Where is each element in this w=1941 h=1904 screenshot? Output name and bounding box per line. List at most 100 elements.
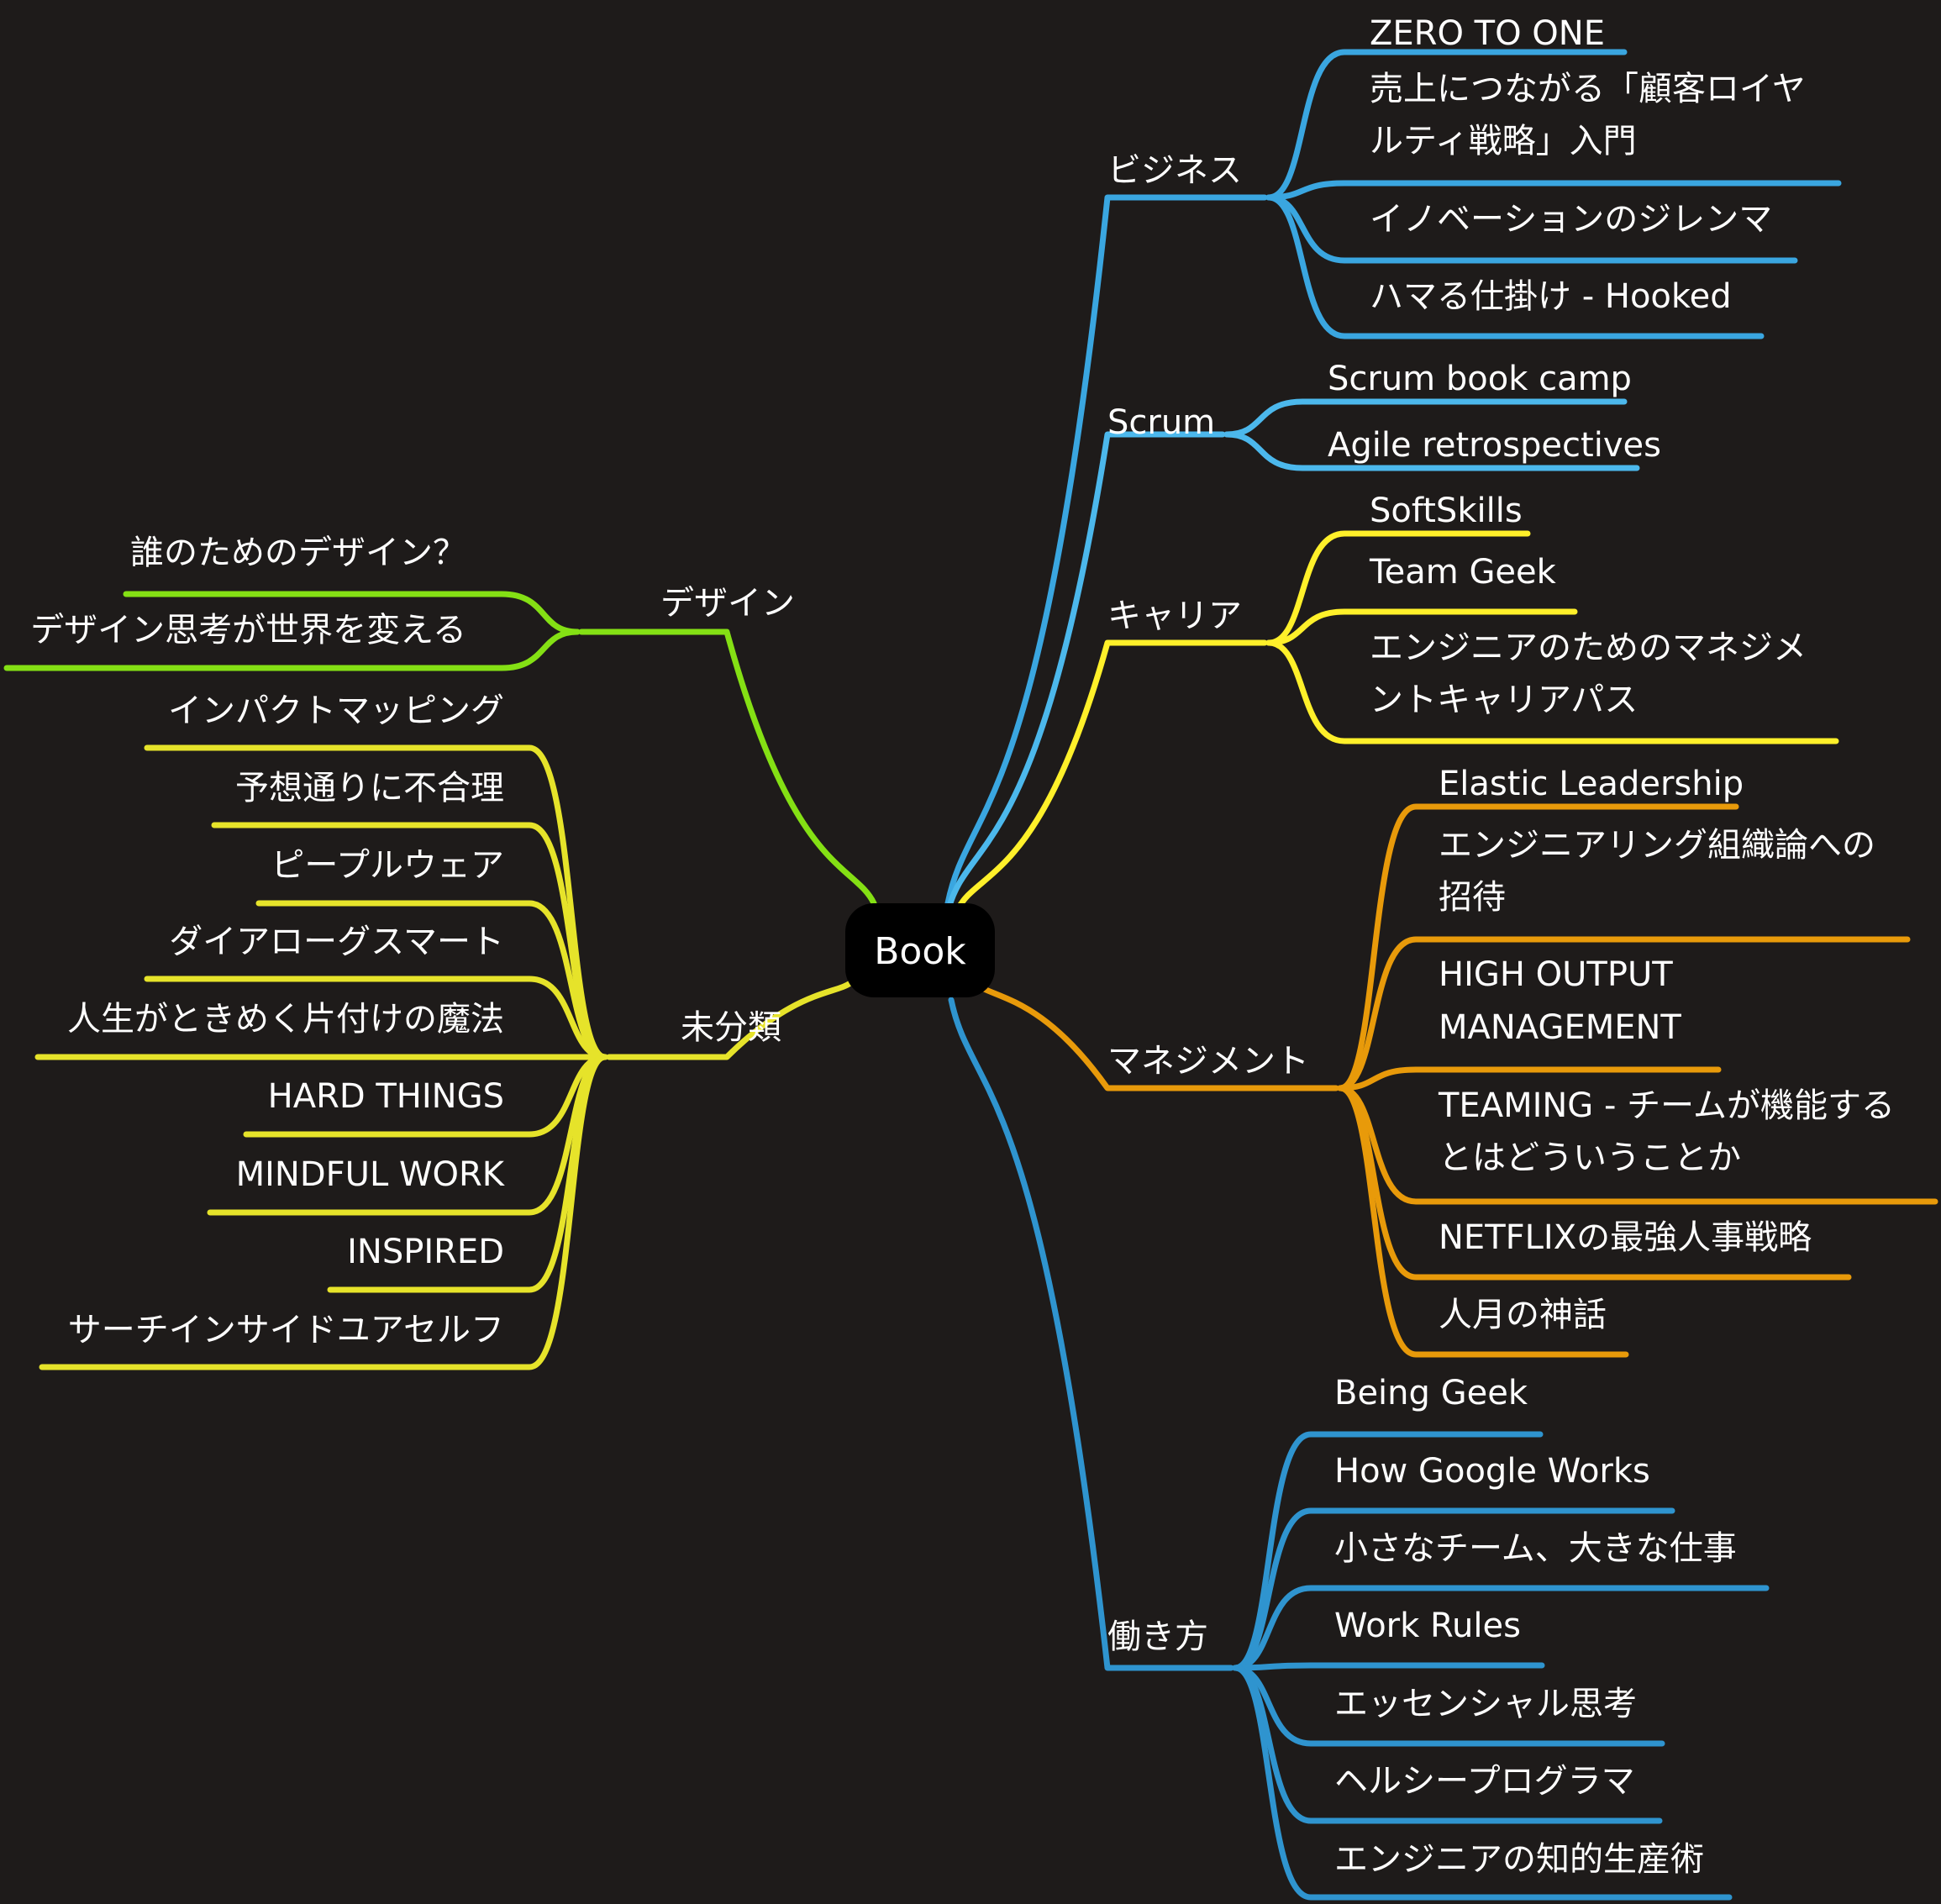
root-node-box xyxy=(845,903,995,997)
leaf-node[interactable]: Being Geek xyxy=(1334,1374,1528,1412)
leaf-label-2-2-line0: エンジニアのためのマネジメ xyxy=(1370,629,1807,667)
leaf-node[interactable]: MINDFUL WORK xyxy=(236,1155,506,1194)
branch-label-1[interactable]: Scrum xyxy=(1107,403,1215,442)
leaf-label-0-0: ZERO TO ONE xyxy=(1370,14,1605,53)
leaf-node[interactable]: Agile retrospectives xyxy=(1328,426,1661,465)
leaf-node[interactable]: 予想通りに不合理 xyxy=(235,769,504,807)
leaf-connector-0-1 xyxy=(1265,180,1842,201)
leaf-node[interactable]: イノベーションのジレンマ xyxy=(1370,200,1772,239)
leaf-label-0-1-line0: 売上につながる「顧客ロイヤ xyxy=(1370,70,1806,108)
leaf-label-2-2-line1: ントキャリアパス xyxy=(1370,681,1638,719)
leaf-label-6-0: インパクトマッピング xyxy=(168,692,504,730)
leaf-connector-3-0 xyxy=(1337,803,1739,1091)
branch-connector-5 xyxy=(578,629,877,907)
leaf-label-6-8: サーチインサイドユアセルフ xyxy=(68,1311,504,1349)
leaf-node[interactable]: HIGH OUTPUT MANAGEMENT xyxy=(1439,955,1681,1047)
leaf-label-4-6: エンジニアの知的生産術 xyxy=(1334,1840,1704,1879)
leaf-connector-6-2 xyxy=(255,900,608,1060)
branch-connector-1 xyxy=(946,431,1226,909)
leaf-node[interactable]: エンジニアの知的生産術 xyxy=(1334,1840,1704,1879)
leaf-node[interactable]: 誰のためのデザイン？ xyxy=(130,534,466,572)
branch-label-5[interactable]: デザイン xyxy=(660,584,795,623)
leaf-connector-5-1 xyxy=(3,629,581,671)
leaf-node[interactable]: Work Rules xyxy=(1334,1607,1521,1645)
root-node-label: Book xyxy=(874,930,966,973)
leaf-node[interactable]: 人月の神話 xyxy=(1439,1296,1607,1334)
leaf-node[interactable]: Team Geek xyxy=(1369,553,1557,592)
leaf-node[interactable]: NETFLIXの最強人事戦略 xyxy=(1439,1218,1812,1257)
leaf-node[interactable]: インパクトマッピング xyxy=(168,692,504,730)
branch-label-4[interactable]: 働き方 xyxy=(1107,1617,1208,1656)
connector-layer xyxy=(3,49,1938,1901)
leaf-node[interactable]: ハマる仕掛け - Hooked xyxy=(1370,277,1732,316)
leaf-label-2-1: Team Geek xyxy=(1369,553,1557,592)
leaf-node[interactable]: ヘルシープログラマ xyxy=(1334,1762,1635,1801)
leaf-node[interactable]: 小さなチーム、大きな仕事 xyxy=(1334,1529,1737,1568)
leaf-connector-3-5 xyxy=(1337,1085,1629,1358)
leaf-label-5-1: デザイン思考が世界を変える xyxy=(30,611,466,650)
leaf-label-0-1-line1: ルティ戦略」入門 xyxy=(1370,122,1637,160)
leaf-label-4-0: Being Geek xyxy=(1334,1374,1528,1412)
leaf-label-4-1: How Google Works xyxy=(1334,1452,1650,1491)
leaf-label-3-2-line1: MANAGEMENT xyxy=(1439,1008,1681,1047)
leaf-label-6-1: 予想通りに不合理 xyxy=(235,769,504,807)
leaf-node[interactable]: INSPIRED xyxy=(347,1233,504,1271)
leaf-label-6-3: ダイアローグスマート xyxy=(169,923,504,961)
leaf-label-3-1-line1: 招待 xyxy=(1439,878,1506,917)
leaf-connector-2-2 xyxy=(1265,639,1839,744)
leaf-node[interactable]: デザイン思考が世界を変える xyxy=(30,611,466,650)
leaf-label-4-5: ヘルシープログラマ xyxy=(1334,1762,1635,1801)
branch-label-3[interactable]: マネジメント xyxy=(1107,1042,1309,1081)
leaf-node[interactable]: 人生がときめく片付けの魔法 xyxy=(67,1000,504,1039)
leaf-connector-6-8 xyxy=(39,1054,608,1370)
leaf-node[interactable]: サーチインサイドユアセルフ xyxy=(68,1311,504,1349)
leaf-node[interactable]: ピープルウェア xyxy=(271,846,504,885)
leaf-label-3-2-line0: HIGH OUTPUT xyxy=(1439,955,1673,994)
leaf-label-3-3-line1: とはどういうことか xyxy=(1439,1139,1741,1177)
leaf-connector-4-6 xyxy=(1232,1665,1733,1901)
leaf-label-3-4: NETFLIXの最強人事戦略 xyxy=(1439,1218,1812,1257)
leaf-label-3-0: Elastic Leadership xyxy=(1439,765,1744,803)
leaf-connector-2-1 xyxy=(1265,608,1578,646)
leaf-node[interactable]: Scrum book camp xyxy=(1328,360,1632,398)
leaf-node[interactable]: HARD THINGS xyxy=(268,1077,504,1116)
branch-label-0[interactable]: ビジネス xyxy=(1107,151,1242,190)
leaf-label-3-1-line0: エンジニアリング組織論への xyxy=(1439,826,1875,865)
leaf-label-6-2: ピープルウェア xyxy=(271,846,504,885)
leaf-connector-0-0 xyxy=(1265,49,1628,201)
leaf-label-5-0: 誰のためのデザイン？ xyxy=(130,534,466,572)
leaf-node[interactable]: エッセンシャル思考 xyxy=(1334,1685,1637,1723)
leaf-label-6-4: 人生がときめく片付けの魔法 xyxy=(67,1000,504,1039)
leaf-connector-5-0 xyxy=(123,591,581,635)
leaf-connector-0-3 xyxy=(1265,194,1765,339)
leaf-label-3-3-line0: TEAMING - チームが機能する xyxy=(1438,1086,1895,1125)
branch-label-2[interactable]: キャリア xyxy=(1107,597,1242,635)
branch-connector-2 xyxy=(955,639,1268,913)
leaf-label-6-6: MINDFUL WORK xyxy=(236,1155,506,1194)
root-node[interactable]: Book xyxy=(845,903,995,997)
leaf-connector-3-1 xyxy=(1337,936,1911,1091)
leaf-node[interactable]: SoftSkills xyxy=(1370,492,1523,530)
leaf-label-1-1: Agile retrospectives xyxy=(1328,426,1661,465)
leaf-label-2-0: SoftSkills xyxy=(1370,492,1523,530)
leaf-label-0-3: ハマる仕掛け - Hooked xyxy=(1370,277,1732,316)
leaf-label-1-0: Scrum book camp xyxy=(1328,360,1632,398)
leaf-connector-3-2 xyxy=(1337,1066,1722,1091)
leaf-connector-4-3 xyxy=(1232,1662,1545,1671)
branch-connector-6 xyxy=(606,980,854,1060)
leaf-node[interactable]: Elastic Leadership xyxy=(1439,765,1744,803)
leaf-node[interactable]: ダイアローグスマート xyxy=(169,923,504,961)
leaf-node[interactable]: How Google Works xyxy=(1334,1452,1650,1491)
leaf-connector-1-1 xyxy=(1223,431,1640,471)
leaf-label-0-2: イノベーションのジレンマ xyxy=(1370,200,1772,239)
branch-label-6[interactable]: 未分類 xyxy=(681,1008,781,1047)
leaf-connector-2-0 xyxy=(1265,530,1531,646)
leaf-node[interactable]: ZERO TO ONE xyxy=(1370,14,1605,53)
branch-connector-4 xyxy=(948,997,1234,1671)
leaf-label-6-5: HARD THINGS xyxy=(268,1077,504,1116)
